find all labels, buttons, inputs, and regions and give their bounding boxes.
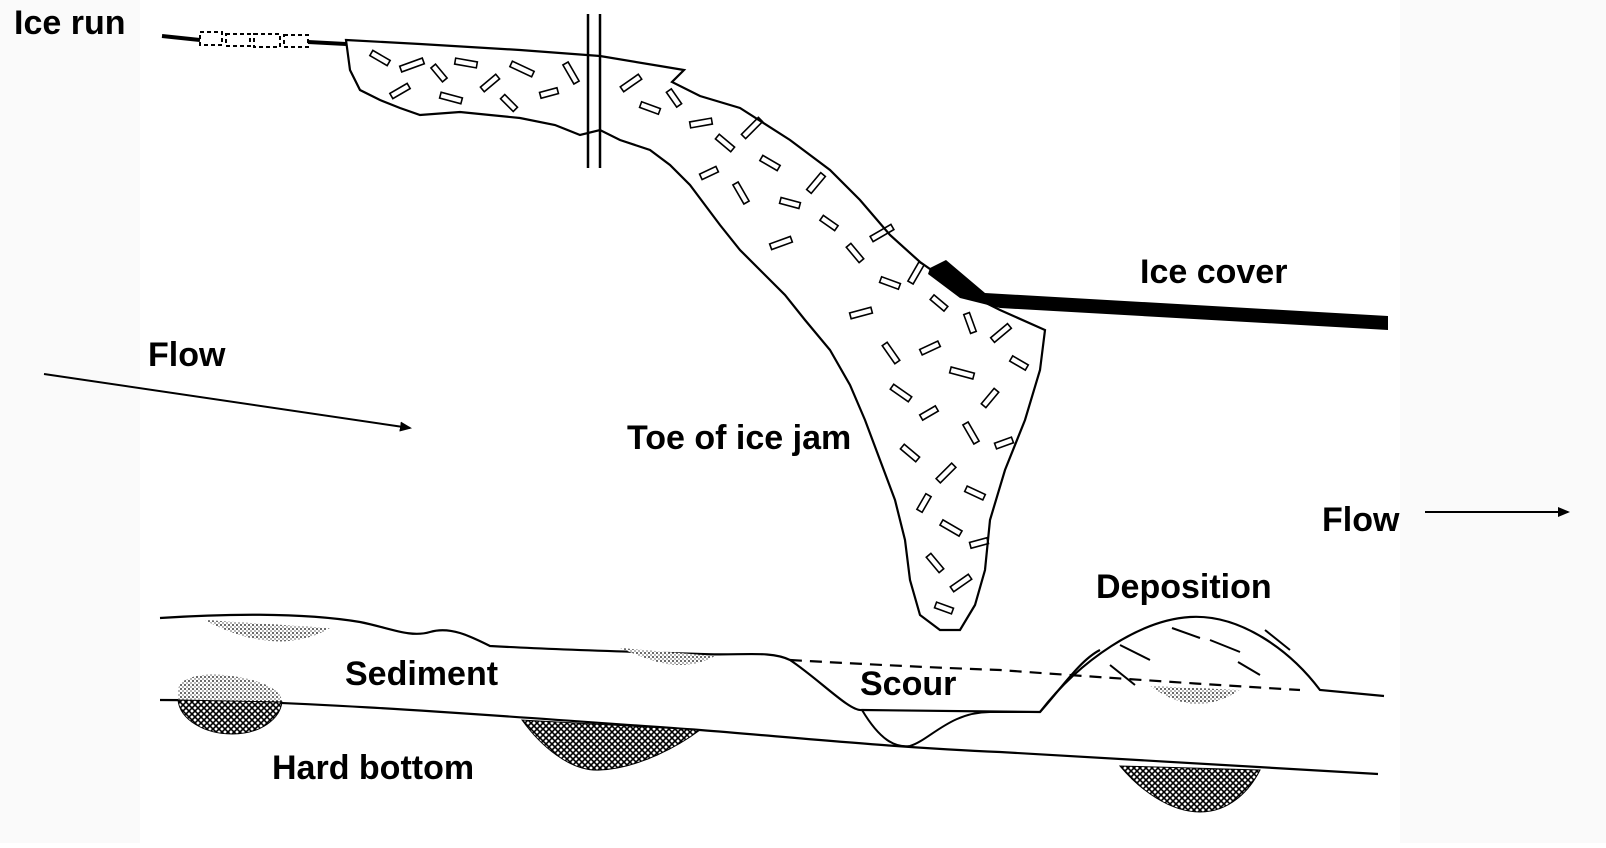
background-texture-right	[1400, 0, 1606, 843]
ice-run-label: Ice run	[14, 6, 125, 40]
scour-label: Scour	[860, 667, 956, 701]
ice-jam-body	[346, 40, 1045, 630]
flow-label-right: Flow	[1322, 503, 1399, 537]
ice-cover-label: Ice cover	[1140, 255, 1287, 289]
hard-bottom-label: Hard bottom	[272, 751, 474, 785]
background-texture-left	[0, 0, 140, 843]
toe-of-ice-jam-label: Toe of ice jam	[627, 421, 851, 455]
ice-run-floes	[162, 32, 346, 47]
scour-profile	[862, 710, 1040, 746]
sediment-stipple-patches	[178, 620, 1240, 704]
sediment-label: Sediment	[345, 657, 498, 691]
flow-label-left: Flow	[148, 338, 225, 372]
deposition-label: Deposition	[1096, 570, 1272, 604]
